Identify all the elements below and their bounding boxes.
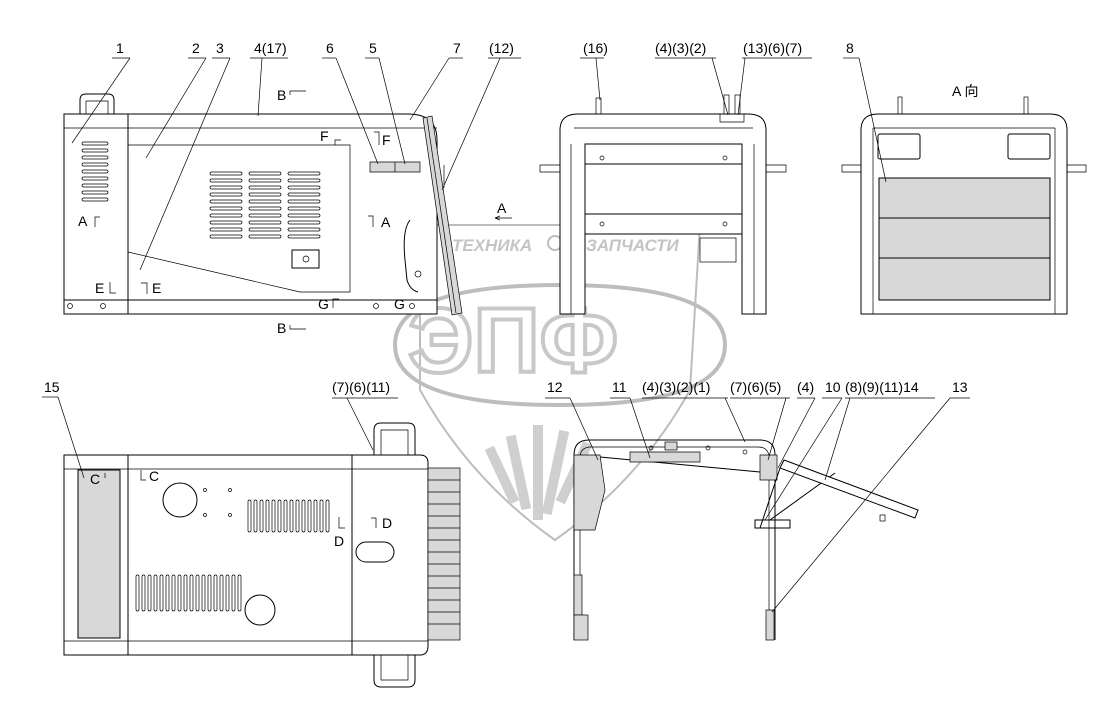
section-mark-a-right: A — [381, 214, 391, 230]
top-vent-upper — [247, 499, 330, 533]
side-view — [539, 94, 787, 315]
section-mark-f-right: F — [382, 132, 391, 148]
callout-6: 6 — [326, 40, 334, 56]
section-mark-f-top: F — [320, 128, 329, 144]
callout-4-17: 4(17) — [254, 40, 287, 56]
frame-detail-view — [573, 439, 919, 641]
front-view — [63, 93, 463, 316]
front-vent-left — [81, 141, 109, 202]
section-marks: B B F F A A E E G G A C C D D — [78, 87, 512, 549]
section-mark-d-left: D — [334, 533, 344, 549]
callout-7: 7 — [453, 40, 461, 56]
callout-12-paren: (12) — [489, 40, 514, 56]
front-vent-center — [209, 171, 321, 239]
section-mark-a-arrow: A — [497, 200, 507, 216]
front-hinge-stay — [369, 115, 463, 316]
view-a-title: A 向 — [952, 83, 978, 99]
section-mark-b-top: B — [277, 87, 286, 103]
view-a-mesh-grille — [878, 177, 1051, 301]
callout-10: 10 — [825, 379, 841, 395]
callout-11: 11 — [612, 379, 627, 395]
callout-labels: 1 2 3 4(17) 6 5 7 (12) (16) (4)(3)(2) (1… — [44, 40, 978, 395]
callout-8-9-11-14: (8)(9)(11)14 — [845, 379, 919, 395]
watermark-right-text: ЗАПЧАСТИ — [586, 236, 679, 255]
front-switch — [291, 249, 320, 269]
callout-3: 3 — [216, 40, 224, 56]
callout-7-6-5: (7)(6)(5) — [730, 379, 781, 395]
callout-13: 13 — [952, 379, 968, 395]
top-roller-shutter — [427, 467, 461, 641]
callout-13-6-7: (13)(6)(7) — [743, 40, 802, 56]
top-vent-lower — [135, 574, 242, 612]
callout-1: 1 — [116, 40, 124, 56]
section-mark-d-right: D — [382, 515, 392, 531]
section-mark-g-bottom: G — [318, 296, 329, 312]
callout-4-3-2-1: (4)(3)(2)(1) — [642, 379, 710, 395]
callout-2: 2 — [192, 40, 200, 56]
section-mark-b-bottom: B — [277, 320, 286, 336]
section-mark-e-right: E — [152, 280, 161, 296]
callout-7-6-11: (7)(6)(11) — [332, 379, 390, 395]
section-mark-g-right: G — [394, 296, 405, 312]
callout-16-paren: (16) — [583, 40, 608, 56]
section-mark-a-left: A — [78, 213, 88, 229]
top-view — [63, 422, 461, 688]
callout-12: 12 — [547, 379, 563, 395]
watermark-left-text: ТЕХНИКА — [452, 236, 532, 255]
section-mark-c-right: C — [149, 468, 159, 484]
section-mark-c-left: C — [90, 471, 100, 487]
callout-leaders — [42, 57, 970, 613]
section-mark-e-left: E — [95, 280, 104, 296]
view-a — [841, 96, 1087, 315]
callout-5: 5 — [369, 40, 377, 56]
watermark-big-text: ЭПФ — [408, 290, 618, 392]
callout-4-3-2: (4)(3)(2) — [655, 40, 706, 56]
callout-15: 15 — [44, 379, 60, 395]
callout-8: 8 — [846, 40, 854, 56]
callout-4: (4) — [797, 379, 814, 395]
